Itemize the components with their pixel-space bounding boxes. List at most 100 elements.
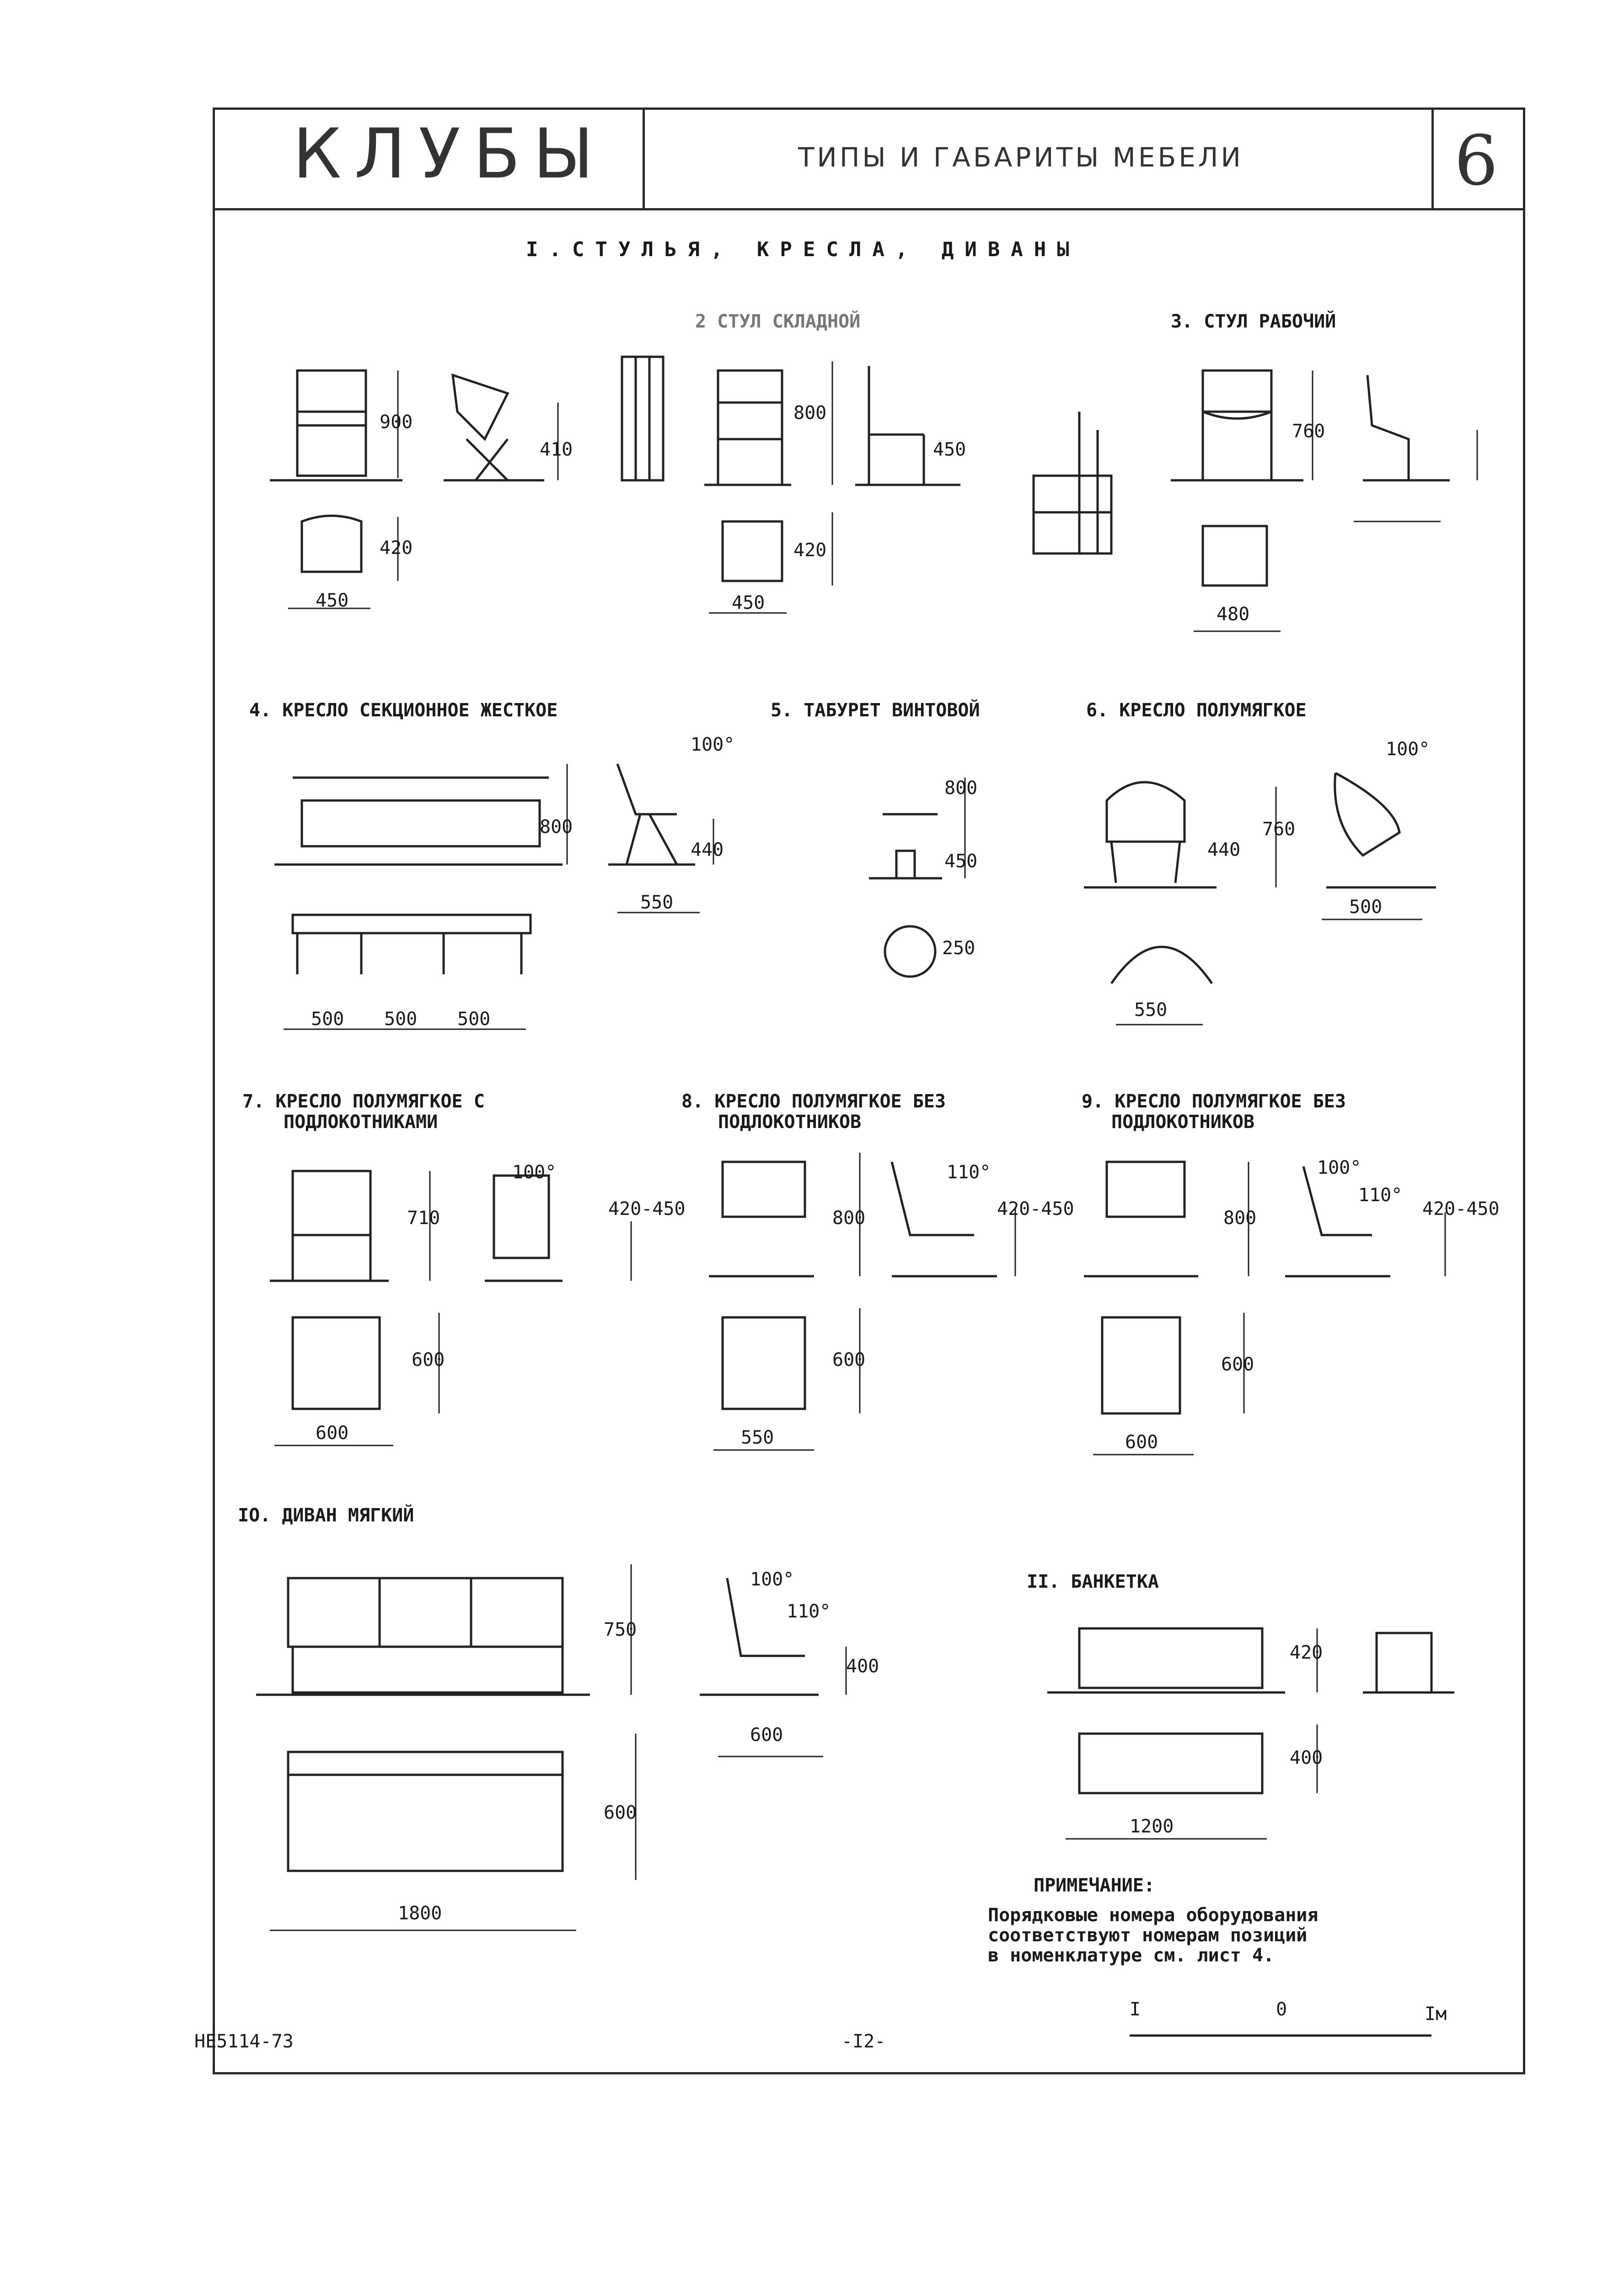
dim: 420 xyxy=(380,537,413,559)
armchair-4-plan xyxy=(284,913,532,1030)
footer-code: НЕ5114-73 xyxy=(194,2031,294,2052)
dim: 420 xyxy=(1290,1642,1323,1663)
dim: 750 xyxy=(604,1619,637,1640)
dim: 760 xyxy=(1262,819,1296,840)
dim: 450 xyxy=(933,439,966,460)
chair-3-plan xyxy=(1194,525,1281,632)
dim: 110° xyxy=(787,1601,831,1622)
armchair-7-side xyxy=(485,1174,632,1282)
armchair-6-side xyxy=(1322,772,1436,920)
item-label-8b: ПОДЛОКОТНИКОВ xyxy=(718,1112,862,1133)
dim: 500 xyxy=(457,1009,491,1030)
armchair-6-front xyxy=(1084,781,1277,889)
chair-2-stack xyxy=(1032,412,1113,555)
header-separator-2 xyxy=(1431,107,1434,210)
note-line-3: в номенклатуре см. лист 4. xyxy=(988,1945,1275,1966)
section-title: I.СТУЛЬЯ, КРЕСЛА, ДИВАНЫ xyxy=(526,238,1080,261)
dim: 110° xyxy=(1358,1185,1403,1206)
dim: 450 xyxy=(316,590,349,611)
item-label-5: 5. ТАБУРЕТ ВИНТОВОЙ xyxy=(771,700,980,721)
item-label-7b: ПОДЛОКОТНИКАМИ xyxy=(284,1112,438,1133)
chair-2-folded xyxy=(621,355,665,482)
item-label-9b: ПОДЛОКОТНИКОВ xyxy=(1111,1112,1255,1133)
dim: 450 xyxy=(944,851,978,872)
dim: 800 xyxy=(944,778,978,799)
armchair-9-front xyxy=(1084,1160,1249,1278)
scale-label-right: Iм xyxy=(1425,2004,1447,2025)
header-divider xyxy=(213,208,1525,210)
dim: 400 xyxy=(1290,1747,1323,1768)
stool-5-plan xyxy=(884,925,937,978)
armchair-4-front xyxy=(274,764,568,866)
dim: 420-450 xyxy=(608,1198,686,1219)
sheet-frame xyxy=(213,107,1525,2074)
dim: 600 xyxy=(750,1724,783,1746)
dim: 800 xyxy=(540,817,573,838)
dim: 800 xyxy=(1223,1208,1257,1229)
armchair-9-side xyxy=(1285,1166,1446,1278)
chair-3-front xyxy=(1171,369,1313,482)
note-title: ПРИМЕЧАНИЕ: xyxy=(1034,1875,1155,1896)
item-label-7a: 7. КРЕСЛО ПОЛУМЯГКОЕ С xyxy=(242,1091,485,1112)
dim: 480 xyxy=(1217,604,1250,625)
dim: 420-450 xyxy=(1422,1198,1500,1219)
item-label-9a: 9. КРЕСЛО ПОЛУМЯГКОЕ БЕЗ xyxy=(1082,1091,1346,1112)
footer-page: -I2- xyxy=(841,2031,886,2052)
chair-3-side xyxy=(1354,375,1478,522)
armchair-7-front xyxy=(270,1170,431,1282)
dim: 500 xyxy=(311,1009,344,1030)
dim: 500 xyxy=(1349,897,1383,918)
chair-2-plan xyxy=(709,512,833,614)
dim: 800 xyxy=(793,403,827,424)
item-label-6: 6. КРЕСЛО ПОЛУМЯГКОЕ xyxy=(1086,700,1307,721)
item-label-8a: 8. КРЕСЛО ПОЛУМЯГКОЕ БЕЗ xyxy=(681,1091,946,1112)
item-label-2: 2 СТУЛ СКЛАДНОЙ xyxy=(695,311,861,332)
sofa-10-side xyxy=(700,1578,847,1757)
armchair-4-side xyxy=(608,763,714,913)
armchair-9-plan xyxy=(1093,1313,1245,1456)
item-label-11: II. БАНКЕТКА xyxy=(1027,1571,1159,1592)
dim: 600 xyxy=(604,1802,637,1823)
dim: 550 xyxy=(1134,999,1168,1021)
item-label-10: IO. ДИВАН МЯГКИЙ xyxy=(238,1505,414,1526)
dim: 550 xyxy=(741,1427,774,1448)
chair-2-front xyxy=(704,361,833,486)
chair-2-side xyxy=(855,366,960,486)
dim: 100° xyxy=(1386,739,1430,760)
armchair-6-plan xyxy=(1110,945,1213,1026)
note-line-2: соответствуют номерам позиций xyxy=(988,1925,1308,1946)
header-separator-1 xyxy=(643,107,645,210)
banquette-11-plan xyxy=(1066,1724,1318,1840)
dim: 710 xyxy=(407,1208,440,1229)
armchair-8-plan xyxy=(713,1308,861,1451)
banquette-11-front xyxy=(1047,1627,1318,1694)
banquette-11-side xyxy=(1363,1632,1454,1694)
header-subtitle: ТИПЫ И ГАБАРИТЫ МЕБЕЛИ xyxy=(798,142,1243,173)
stool-5-elevation xyxy=(869,778,966,880)
dim: 600 xyxy=(1125,1432,1158,1453)
dim: 100° xyxy=(1317,1157,1361,1178)
dim: 110° xyxy=(947,1162,991,1183)
dim: 1200 xyxy=(1130,1816,1174,1837)
armchair-8-front xyxy=(709,1153,861,1278)
sheet-number: 6 xyxy=(1454,121,1498,201)
dim: 800 xyxy=(832,1208,866,1229)
header-category: КЛУБЫ xyxy=(293,114,606,194)
dim: 100° xyxy=(512,1162,557,1183)
dim: 250 xyxy=(942,938,975,959)
dim: 900 xyxy=(380,412,413,433)
chair-1-front xyxy=(270,369,402,482)
dim: 410 xyxy=(540,439,573,460)
scale-label-left: I xyxy=(1130,1999,1141,2020)
dim: 600 xyxy=(316,1423,349,1444)
dim: 440 xyxy=(691,839,724,860)
dim: 760 xyxy=(1292,421,1325,442)
item-label-4: 4. КРЕСЛО СЕКЦИОННОЕ ЖЕСТКОЕ xyxy=(249,700,558,721)
dim: 1800 xyxy=(398,1903,442,1924)
dim: 450 xyxy=(732,592,765,613)
scale-label-mid: 0 xyxy=(1276,1999,1287,2020)
dim: 500 xyxy=(384,1009,418,1030)
dim: 420 xyxy=(793,540,827,561)
dim: 440 xyxy=(1207,839,1241,860)
